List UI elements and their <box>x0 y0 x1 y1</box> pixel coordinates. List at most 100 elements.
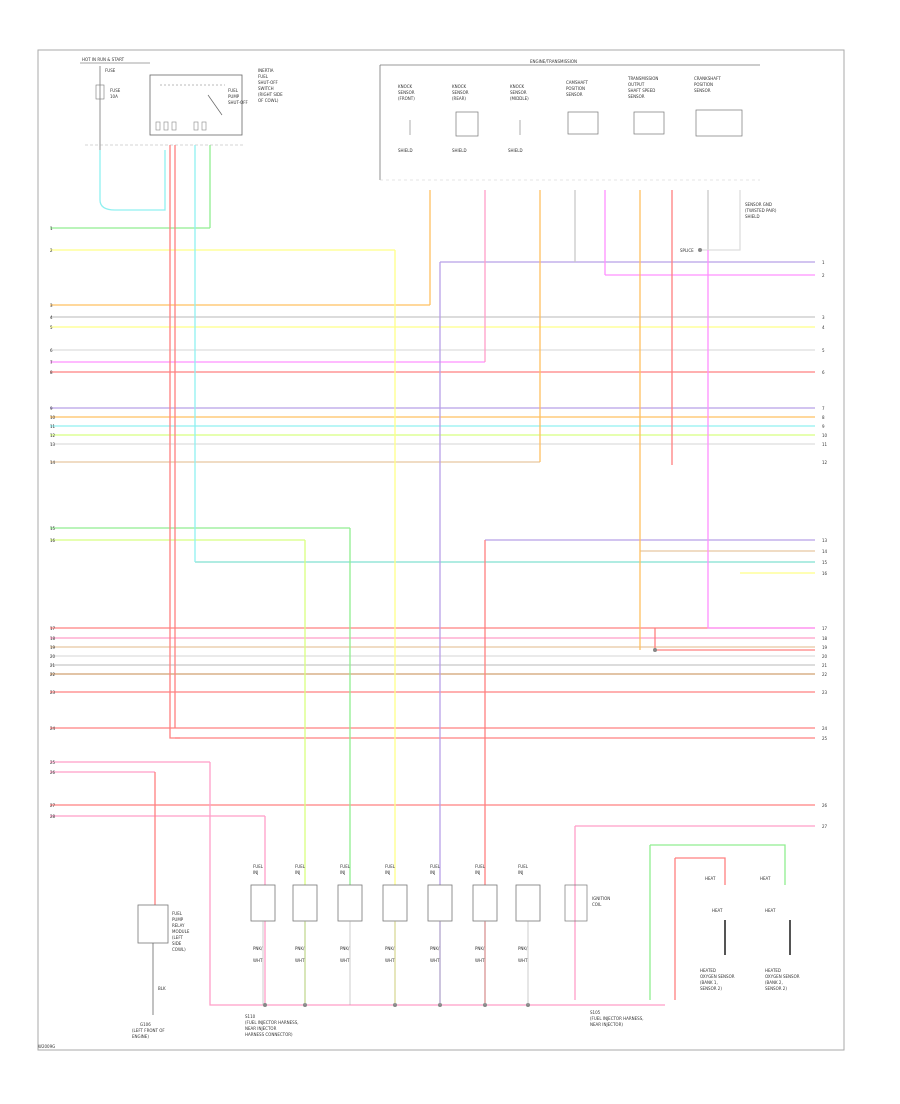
svg-text:S105: S105 <box>590 1010 601 1015</box>
svg-text:SIDE: SIDE <box>172 941 182 946</box>
svg-text:INJ: INJ <box>340 870 345 875</box>
svg-text:OUTPUT: OUTPUT <box>628 82 645 87</box>
svg-text:PUMP: PUMP <box>172 917 184 922</box>
svg-text:KNOCK: KNOCK <box>452 84 467 89</box>
oxygen-sensor-left: HEAT HEAT HEATED OXYGEN SENSOR (BANK 1, … <box>700 876 735 991</box>
left-pin-17: 17 <box>50 626 56 631</box>
left-pin-13: 13 <box>50 442 56 447</box>
right-pin-1: 1 <box>822 260 825 265</box>
left-pin-12: 12 <box>50 433 56 438</box>
svg-text:HEATED: HEATED <box>700 968 716 973</box>
svg-text:MODULE: MODULE <box>172 929 190 934</box>
fuel-pump-shutoff-switch <box>149 74 243 136</box>
right-pin-17: 17 <box>822 626 828 631</box>
svg-text:WHT: WHT <box>340 958 350 963</box>
left-pin-19: 19 <box>50 645 56 650</box>
wires <box>50 145 815 1007</box>
right-pin-13: 13 <box>822 538 828 543</box>
svg-text:(FUEL INJECTOR HARNESS,: (FUEL INJECTOR HARNESS, <box>245 1020 299 1025</box>
svg-text:CRANKSHAFT: CRANKSHAFT <box>694 76 721 81</box>
right-pin-6: 6 <box>822 370 825 375</box>
left-pin-10: 10 <box>50 415 56 420</box>
svg-text:SENSOR GND: SENSOR GND <box>745 202 772 207</box>
svg-text:KNOCK: KNOCK <box>510 84 525 89</box>
svg-text:(LEFT FRONT OF: (LEFT FRONT OF <box>132 1028 165 1033</box>
svg-text:OXYGEN SENSOR: OXYGEN SENSOR <box>700 974 735 979</box>
wire-o2-red <box>675 857 726 885</box>
svg-text:SHIELD: SHIELD <box>745 214 760 219</box>
svg-text:SENSOR: SENSOR <box>628 94 645 99</box>
splice-dot-7 <box>653 648 657 652</box>
right-pin-25: 25 <box>822 736 828 741</box>
svg-text:HEAT: HEAT <box>760 876 771 881</box>
splice-notes: S110 (FUEL INJECTOR HARNESS, NEAR INJECT… <box>245 1010 644 1037</box>
right-pin-27: 27 <box>822 824 828 829</box>
left-pin-26: 26 <box>50 770 56 775</box>
svg-text:FUEL: FUEL <box>385 864 396 869</box>
left-pin-15: 15 <box>50 526 56 531</box>
svg-text:INJ: INJ <box>475 870 480 875</box>
svg-text:RELAY: RELAY <box>172 923 185 928</box>
right-pin-22: 22 <box>822 672 828 677</box>
svg-text:OXYGEN SENSOR: OXYGEN SENSOR <box>765 974 800 979</box>
right-pin-10: 10 <box>822 433 828 438</box>
svg-text:OF COWL): OF COWL) <box>258 98 279 103</box>
right-pin-8: 8 <box>822 415 825 420</box>
svg-text:KNOCK: KNOCK <box>398 84 413 89</box>
svg-text:FUEL: FUEL <box>475 864 486 869</box>
svg-text:SHAFT SPEED: SHAFT SPEED <box>628 88 655 93</box>
page-code: W2009G <box>38 1044 55 1049</box>
svg-text:SENSOR: SENSOR <box>398 90 415 95</box>
left-pin-18: 18 <box>50 636 56 641</box>
right-pin-7: 7 <box>822 406 825 411</box>
svg-text:FUEL: FUEL <box>228 88 239 93</box>
svg-text:INJ: INJ <box>518 870 523 875</box>
svg-text:HEAT: HEAT <box>705 876 716 881</box>
diagram-border <box>37 49 845 1051</box>
svg-text:WHT: WHT <box>518 958 528 963</box>
svg-text:INJ: INJ <box>385 870 390 875</box>
svg-text:INJ: INJ <box>253 870 258 875</box>
switch-connector-pins <box>155 121 207 131</box>
wire-labels: 1234567891011121314151617181920212223242… <box>50 226 828 829</box>
svg-text:COIL: COIL <box>592 902 602 907</box>
svg-text:COWL): COWL) <box>172 947 186 952</box>
right-pin-15: 15 <box>822 560 828 565</box>
svg-text:(BANK 1,: (BANK 1, <box>700 980 718 985</box>
svg-text:(LEFT: (LEFT <box>172 935 184 940</box>
left-pin-5: 5 <box>50 325 53 330</box>
svg-text:PNK/: PNK/ <box>253 946 263 951</box>
svg-text:SENSOR: SENSOR <box>510 90 527 95</box>
svg-text:FUEL: FUEL <box>253 864 264 869</box>
svg-text:(FUEL INJECTOR HARNESS,: (FUEL INJECTOR HARNESS, <box>590 1016 644 1021</box>
svg-text:S110: S110 <box>245 1014 256 1019</box>
svg-text:PNK/: PNK/ <box>385 946 395 951</box>
svg-text:PNK/: PNK/ <box>295 946 305 951</box>
right-pin-5: 5 <box>822 348 825 353</box>
right-pin-23: 23 <box>822 690 828 695</box>
right-pin-20: 20 <box>822 654 828 659</box>
fuel-injectors: FUELINJPNK/WHTFUELINJPNK/WHTFUELINJPNK/W… <box>250 864 541 1005</box>
splice-dot-8 <box>698 248 702 252</box>
svg-text:TRANSMISSION: TRANSMISSION <box>627 76 658 81</box>
svg-text:SHIELD: SHIELD <box>508 148 523 153</box>
svg-text:SENSOR 2): SENSOR 2) <box>700 986 722 991</box>
right-pin-19: 19 <box>822 645 828 650</box>
left-pin-2: 2 <box>50 248 53 253</box>
right-pin-21: 21 <box>822 663 828 668</box>
svg-text:FUEL: FUEL <box>518 864 529 869</box>
left-pin-24: 24 <box>50 726 56 731</box>
svg-text:FUEL: FUEL <box>430 864 441 869</box>
left-pin-21: 21 <box>50 663 56 668</box>
right-pin-14: 14 <box>822 549 828 554</box>
left-pin-22: 22 <box>50 672 56 677</box>
svg-text:PNK/: PNK/ <box>340 946 350 951</box>
svg-text:BLK: BLK <box>158 986 166 991</box>
